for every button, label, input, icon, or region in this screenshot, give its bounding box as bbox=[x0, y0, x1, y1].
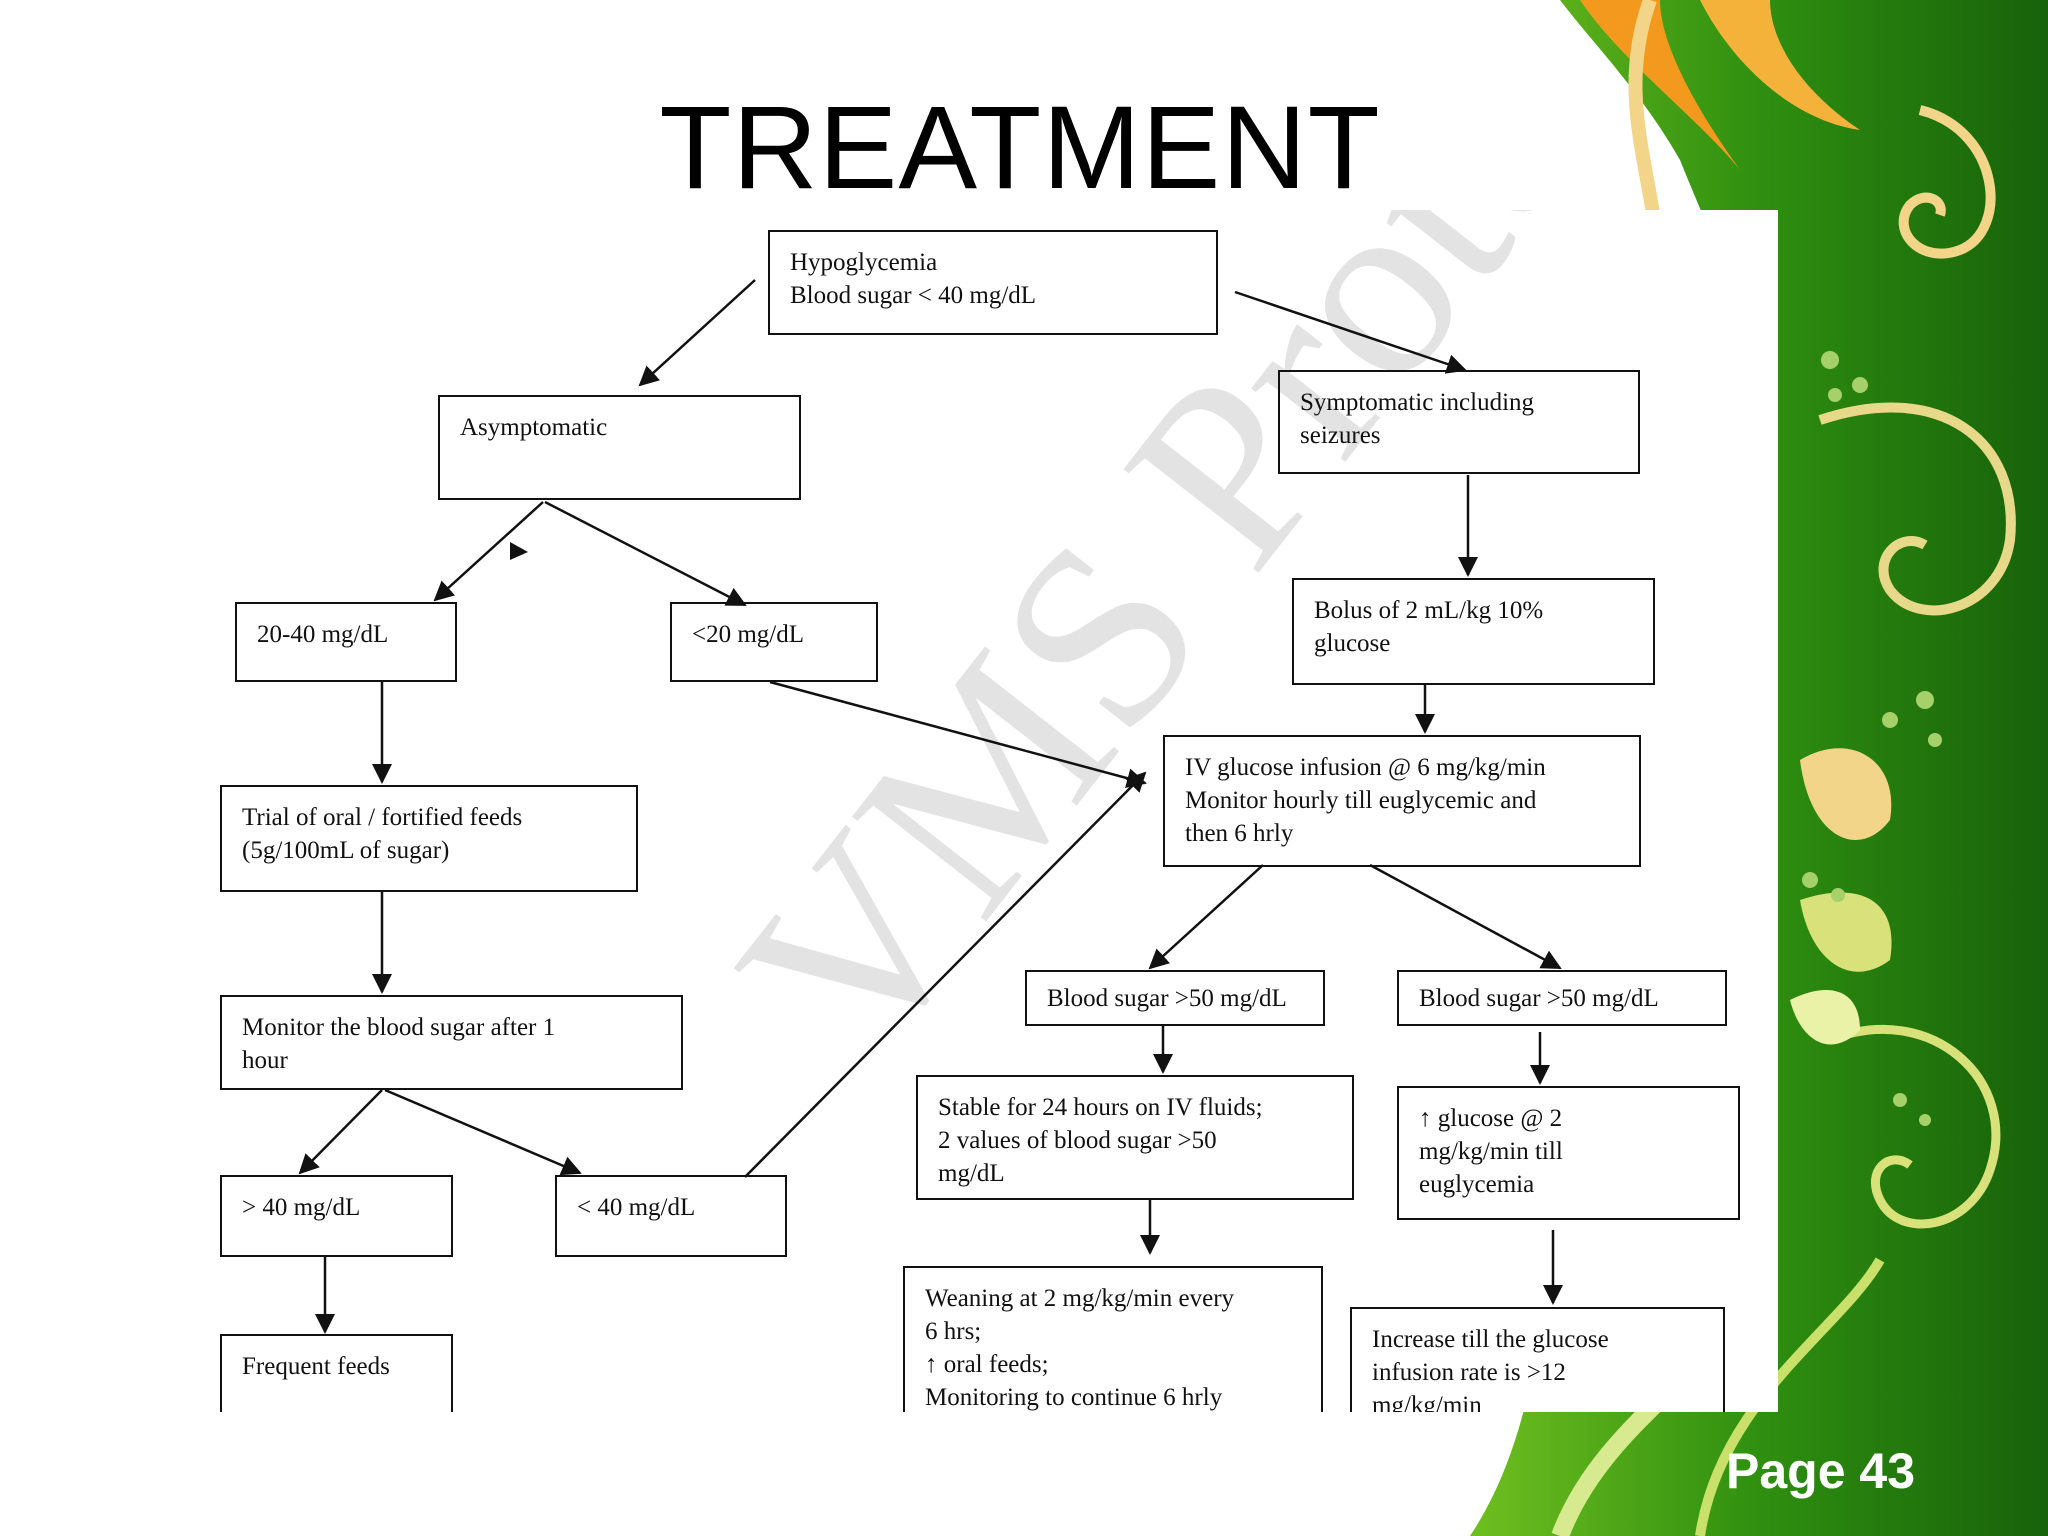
arrow-below-40-to-iv bbox=[744, 771, 1147, 1178]
arrow-asym-to-20-40 bbox=[433, 501, 544, 602]
node-hypoglycemia: Hypoglycemia Blood sugar < 40 mg/dL bbox=[768, 230, 1218, 335]
node-trial-feeds: Trial of oral / fortified feeds (5g/100m… bbox=[220, 785, 638, 892]
node-increase-glucose-text: ↑ glucose @ 2 mg/kg/min till euglycemia bbox=[1419, 1105, 1563, 1198]
arrow-monitor-to-below-40 bbox=[384, 1088, 582, 1176]
slide-title: TREATMENT bbox=[659, 82, 1381, 214]
node-bs-gt50-right-text: Blood sugar >50 mg/dL bbox=[1419, 985, 1659, 1012]
node-bs-gt50-left: Blood sugar >50 mg/dL bbox=[1025, 970, 1325, 1026]
flowchart-arrows bbox=[298, 279, 1563, 1334]
node-asymptomatic: Asymptomatic bbox=[438, 395, 801, 500]
node-bolus-text: Bolus of 2 mL/kg 10% glucose bbox=[1314, 597, 1544, 657]
node-increase-till-text: Increase till the glucose infusion rate … bbox=[1372, 1326, 1609, 1412]
node-asymptomatic-text: Asymptomatic bbox=[460, 414, 608, 441]
node-frequent-feeds: Frequent feeds bbox=[220, 1334, 453, 1412]
node-above-40-text: > 40 mg/dL bbox=[242, 1194, 361, 1221]
node-stable-24h: Stable for 24 hours on IV fluids; 2 valu… bbox=[916, 1075, 1354, 1200]
arrow-hypo-to-symptomatic bbox=[1234, 290, 1467, 374]
node-hypoglycemia-text: Hypoglycemia Blood sugar < 40 mg/dL bbox=[790, 249, 1037, 309]
node-frequent-feeds-text: Frequent feeds bbox=[242, 1353, 390, 1380]
node-20-40: 20-40 mg/dL bbox=[235, 602, 457, 682]
node-weaning: Weaning at 2 mg/kg/min every 6 hrs; ↑ or… bbox=[903, 1266, 1323, 1412]
arrow-monitor-to-above-40 bbox=[298, 1089, 383, 1175]
node-bs-gt50-right: Blood sugar >50 mg/dL bbox=[1397, 970, 1727, 1026]
node-bolus: Bolus of 2 mL/kg 10% glucose bbox=[1292, 578, 1655, 685]
node-symptomatic-text: Symptomatic including seizures bbox=[1300, 389, 1535, 449]
arrow-hypo-to-asymptomatic bbox=[638, 279, 756, 387]
page-number: Page 43 bbox=[1726, 1443, 1916, 1499]
node-symptomatic: Symptomatic including seizures bbox=[1278, 370, 1640, 474]
node-below-40: < 40 mg/dL bbox=[555, 1175, 787, 1257]
node-increase-till: Increase till the glucose infusion rate … bbox=[1350, 1307, 1725, 1412]
flowchart-panel: VMS Protocols bbox=[210, 210, 1778, 1412]
arrow-below-20-to-iv bbox=[769, 680, 1147, 788]
node-below-20: <20 mg/dL bbox=[670, 602, 878, 682]
node-above-40: > 40 mg/dL bbox=[220, 1175, 453, 1257]
node-stable-24h-text: Stable for 24 hours on IV fluids; 2 valu… bbox=[938, 1094, 1263, 1187]
node-weaning-text: Weaning at 2 mg/kg/min every 6 hrs; ↑ or… bbox=[925, 1285, 1235, 1411]
node-trial-feeds-text: Trial of oral / fortified feeds (5g/100m… bbox=[242, 804, 523, 864]
node-bs-gt50-left-text: Blood sugar >50 mg/dL bbox=[1047, 985, 1287, 1012]
node-below-20-text: <20 mg/dL bbox=[692, 621, 805, 648]
node-iv-infusion-text: IV glucose infusion @ 6 mg/kg/min Monito… bbox=[1185, 754, 1546, 847]
arrow-iv-to-bs-left bbox=[1148, 864, 1264, 970]
stray-arrowhead-mark bbox=[510, 542, 528, 560]
node-monitor-1h-text: Monitor the blood sugar after 1 hour bbox=[242, 1014, 556, 1074]
arrow-iv-to-bs-right bbox=[1369, 863, 1562, 970]
node-monitor-1h: Monitor the blood sugar after 1 hour bbox=[220, 995, 683, 1090]
node-iv-infusion: IV glucose infusion @ 6 mg/kg/min Monito… bbox=[1163, 735, 1641, 867]
node-20-40-text: 20-40 mg/dL bbox=[257, 621, 389, 648]
arrow-asym-to-below-20 bbox=[544, 500, 747, 607]
node-increase-glucose: ↑ glucose @ 2 mg/kg/min till euglycemia bbox=[1397, 1086, 1740, 1220]
node-below-40-text: < 40 mg/dL bbox=[577, 1194, 696, 1221]
